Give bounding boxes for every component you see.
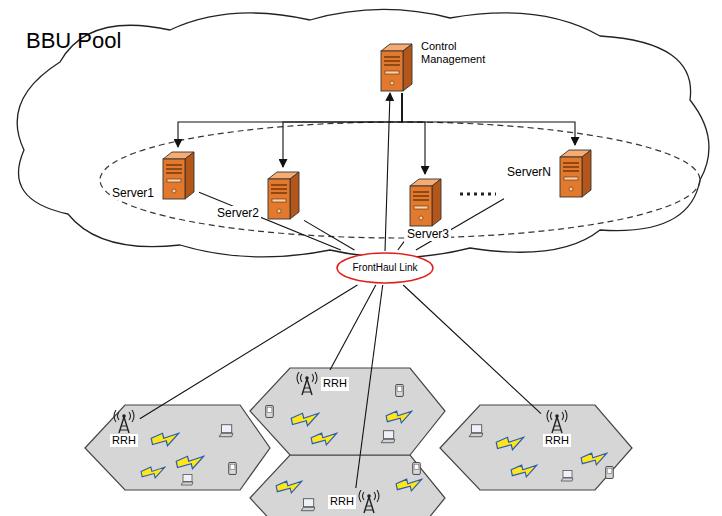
node-label: RRH (328, 495, 356, 508)
cell-hexagons (85, 368, 632, 516)
rrh-antenna: RRH (110, 410, 138, 447)
link-line (304, 220, 354, 250)
server-icon (158, 148, 198, 200)
user-devices (181, 385, 613, 511)
link-line (398, 242, 404, 250)
rrh-antenna: RRH (328, 490, 380, 514)
rrh-antenna: RRH (543, 410, 571, 447)
node-label: FrontHaul Link (352, 262, 417, 274)
node-label: ServerN (505, 165, 553, 179)
antenna-icon (358, 490, 380, 514)
server-icon (405, 175, 445, 227)
cell-hexagon (250, 368, 445, 455)
node-label: BBU Pool (26, 28, 121, 54)
link-line (140, 285, 358, 419)
server-node: Server1 (110, 148, 198, 200)
server-icon (555, 146, 595, 198)
rrh-antenna: RRH (296, 372, 349, 396)
fronthaul-link: FrontHaul Link (336, 252, 434, 284)
link-line (283, 93, 402, 167)
server-node: Server3 (405, 175, 451, 241)
server-ring (100, 122, 700, 238)
server-node: ServerN (505, 146, 595, 198)
link-line (356, 285, 383, 488)
node-label: Server1 (110, 186, 156, 200)
server-icon (376, 40, 416, 92)
node-label: RRH (543, 434, 571, 447)
cell-hexagon (85, 405, 270, 490)
antenna-icon (546, 410, 568, 434)
cell-hexagon (440, 405, 632, 490)
fronthaul-ellipse (337, 253, 433, 283)
control-server: Control Management (376, 40, 503, 92)
server-icon (263, 168, 303, 220)
node-label: Server3 (405, 227, 451, 241)
node-label: Control Management (419, 40, 503, 66)
wireless-links (141, 411, 607, 493)
link-line (402, 93, 425, 174)
more-servers-dots (460, 193, 496, 196)
antenna-icon (296, 372, 318, 396)
link-line (178, 93, 402, 147)
node-label: RRH (321, 377, 349, 390)
link-line (402, 93, 575, 145)
antenna-icon (113, 410, 135, 434)
cell-hexagon (250, 455, 445, 516)
node-label: Server2 (215, 206, 261, 220)
bbu-pool-cloud: BBU Pool Control ManagementServer1Server2… (0, 0, 722, 262)
node-label: RRH (110, 434, 138, 447)
cloud-outline (17, 9, 709, 257)
link-line (403, 285, 541, 414)
server-node: Server2 (215, 168, 303, 220)
link-line (385, 93, 390, 251)
